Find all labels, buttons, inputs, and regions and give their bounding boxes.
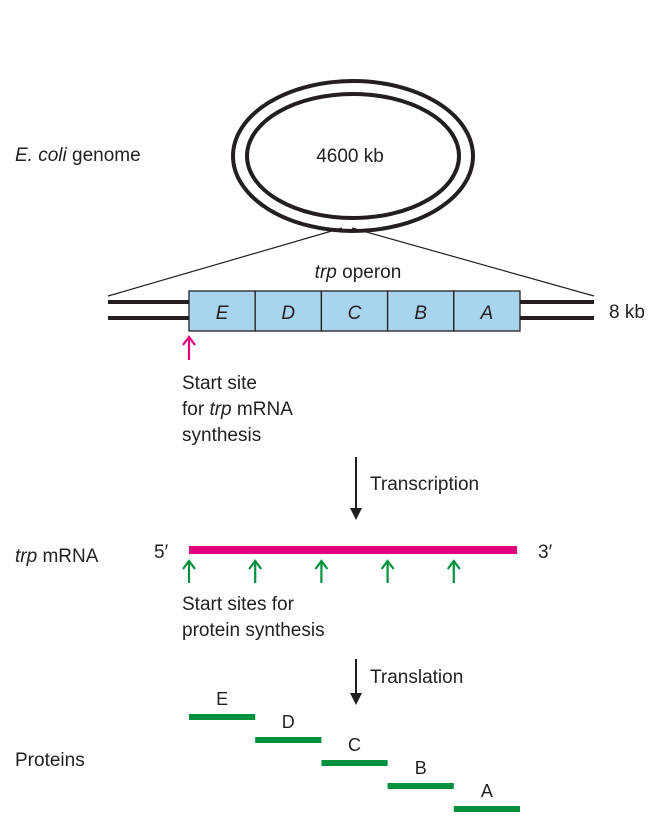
mrna-strand	[189, 546, 517, 554]
transcription-label: Transcription	[370, 474, 479, 495]
protein-start-arrow-a	[446, 559, 461, 583]
gene-box-c: C	[320, 290, 389, 332]
start-site-line3: synthesis	[182, 425, 261, 446]
mrna-start-arrow	[182, 335, 196, 360]
protein-start-arrow-c	[314, 559, 329, 583]
zoom-line-left	[107, 227, 343, 297]
protein-label-b: B	[415, 758, 427, 778]
protein-d: D	[255, 712, 322, 743]
gene-label-d: D	[281, 303, 295, 324]
protein-start-arrow-b	[380, 559, 395, 583]
zoom-line-right	[351, 227, 595, 297]
five-prime-label: 5′	[154, 542, 169, 563]
protein-label-e: E	[216, 689, 228, 709]
genome-circle	[231, 79, 475, 233]
protein-bar-e	[189, 714, 256, 720]
protein-e: E	[189, 689, 256, 720]
operon-title: trp operon	[315, 262, 402, 283]
genome-label: E. coli genome	[15, 145, 141, 166]
gene-label-b: B	[414, 303, 427, 324]
protein-bars: E D C B A	[189, 689, 520, 812]
protein-b: B	[387, 758, 454, 789]
gene-box-d: D	[254, 290, 323, 332]
gene-box-a: A	[453, 290, 521, 332]
protein-label-d: D	[282, 712, 295, 732]
mrna-label: trp mRNA	[15, 546, 99, 567]
protein-start-arrow-d	[248, 559, 263, 583]
genome-size-label: 4600 kb	[316, 146, 384, 167]
protein-c: C	[321, 735, 388, 766]
start-site-line1: Start site	[182, 373, 257, 394]
three-prime-label: 3′	[538, 542, 553, 563]
protein-bar-a	[453, 806, 520, 812]
dna-double-line	[108, 300, 594, 320]
translation-label: Translation	[370, 667, 463, 688]
protein-bar-b	[387, 783, 454, 789]
gene-label-c: C	[348, 303, 362, 324]
protein-start-line2: protein synthesis	[182, 620, 325, 641]
protein-start-line1: Start sites for	[182, 594, 295, 615]
operon-length-label: 8 kb	[609, 302, 645, 323]
protein-start-arrow-e	[182, 559, 196, 583]
protein-label-c: C	[348, 735, 361, 755]
protein-start-arrows	[182, 559, 461, 583]
gene-box-b: B	[386, 290, 455, 332]
protein-bar-c	[321, 760, 388, 766]
protein-label-a: A	[481, 781, 493, 801]
gene-label-a: A	[480, 303, 494, 324]
protein-bar-d	[255, 737, 322, 743]
proteins-label: Proteins	[15, 750, 85, 771]
gene-box-e: E	[188, 290, 256, 332]
gene-label-e: E	[216, 303, 229, 324]
protein-a: A	[453, 781, 520, 812]
start-site-line2: for trp mRNA	[182, 399, 293, 420]
